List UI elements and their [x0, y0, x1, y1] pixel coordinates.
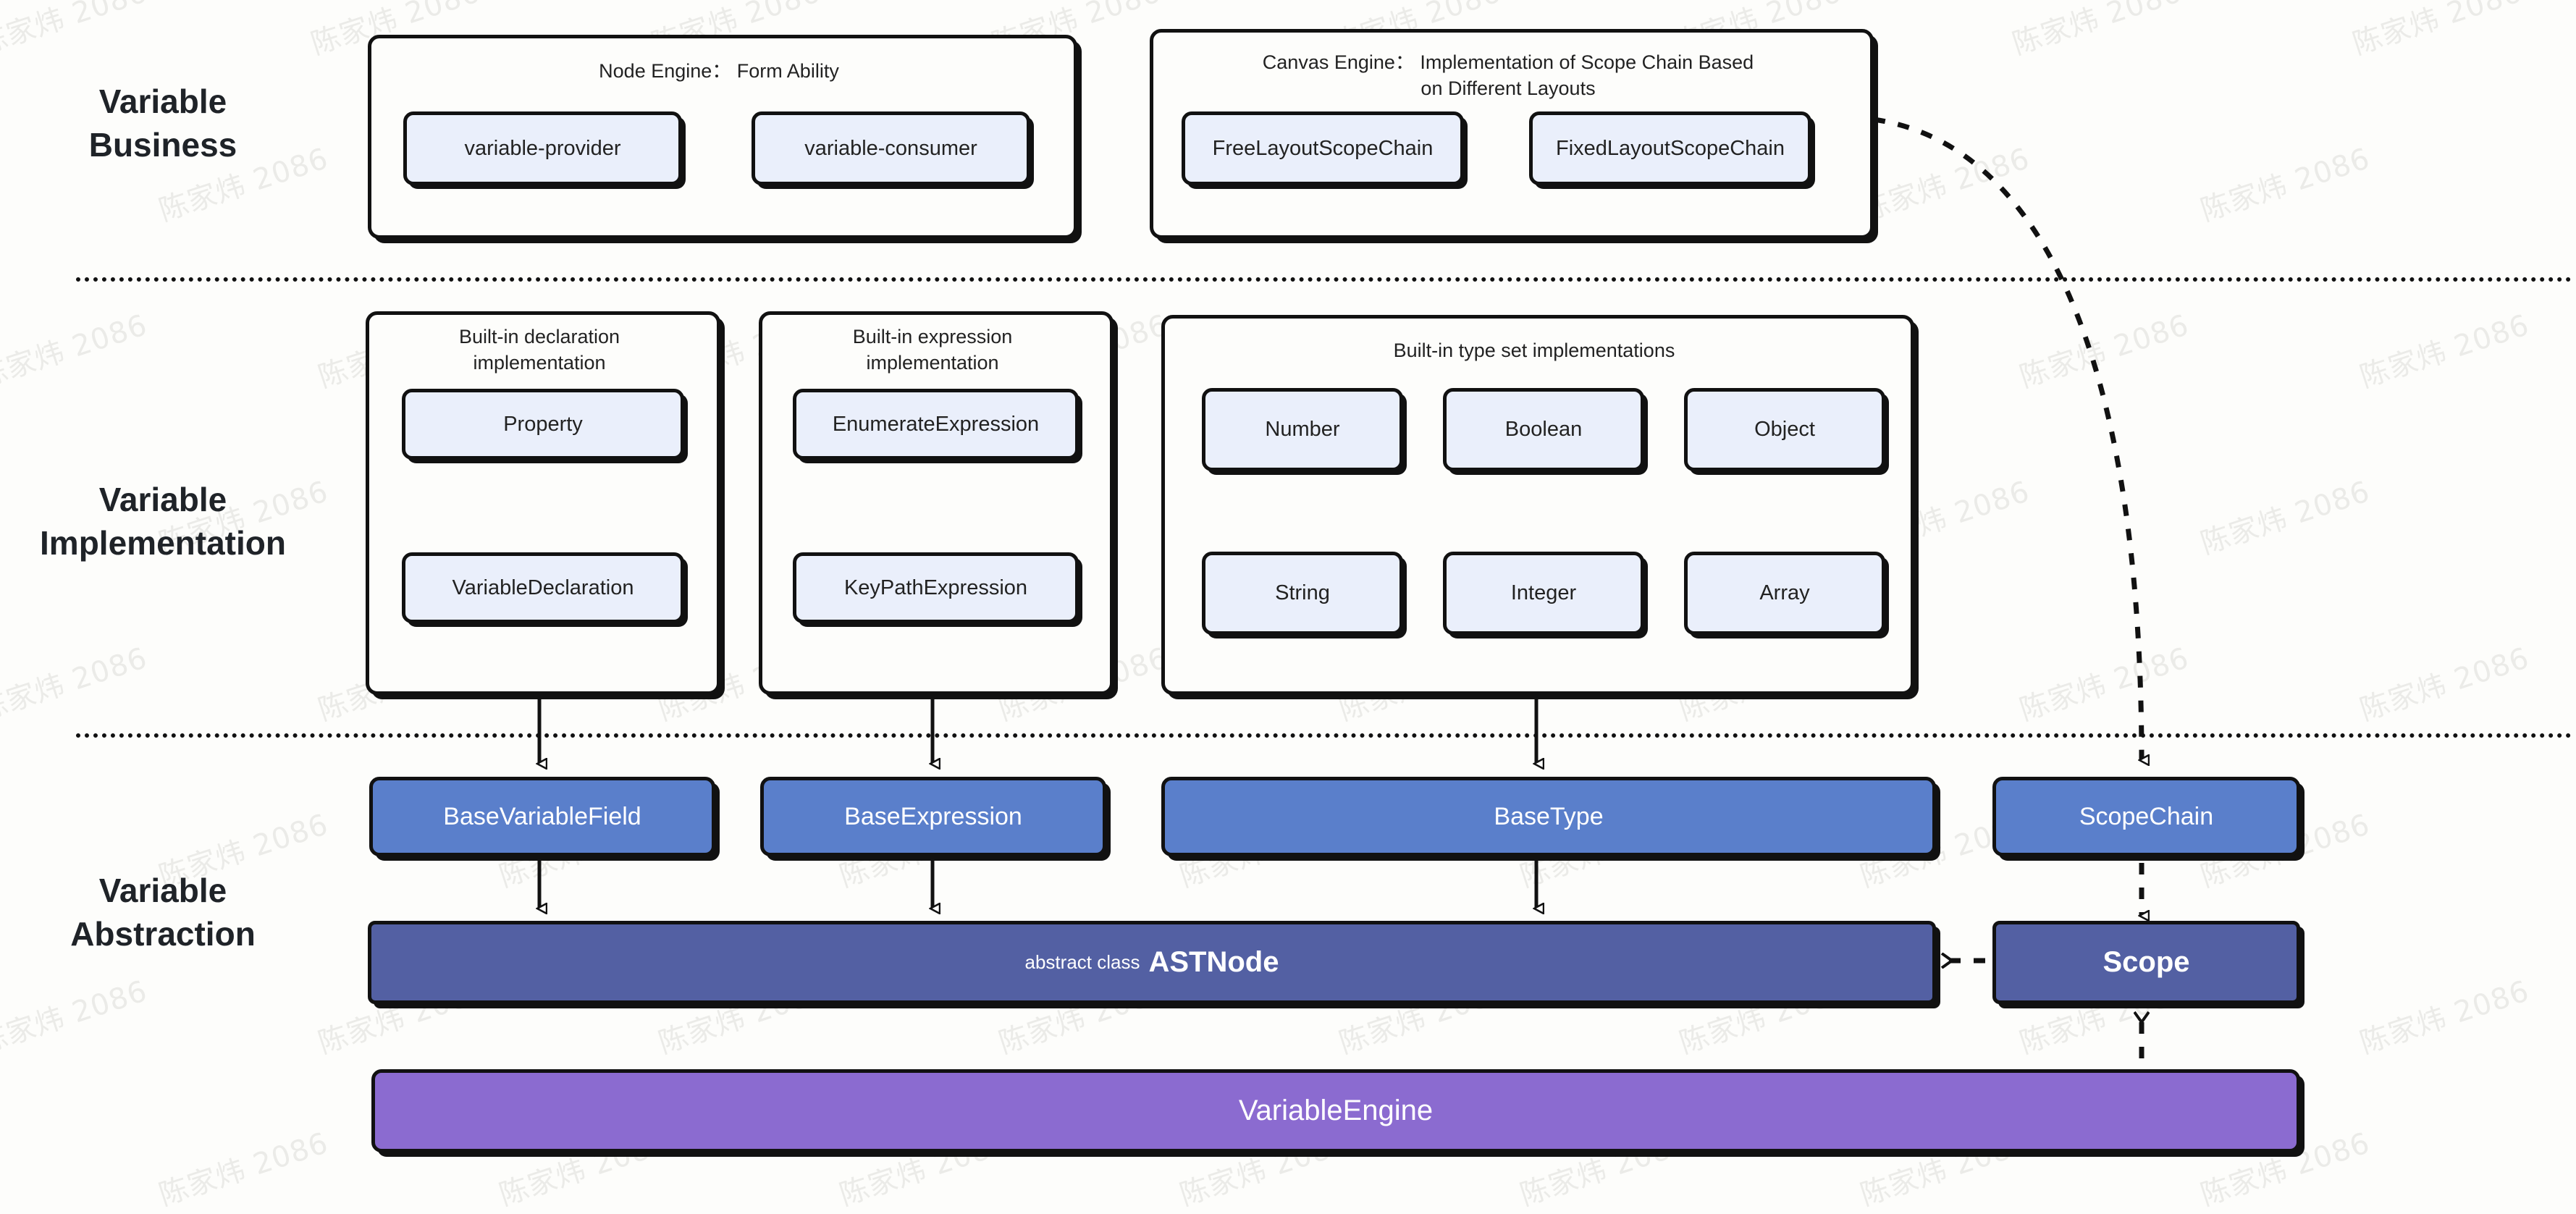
- group-builtin-expression-title-line1: Built-in expression: [852, 326, 1013, 347]
- class-basetype[interactable]: BaseType: [1161, 777, 1936, 856]
- class-scopechain[interactable]: ScopeChain: [1992, 777, 2300, 856]
- layer-label-line2: Abstraction: [70, 915, 256, 953]
- item-variabledeclaration[interactable]: VariableDeclaration: [402, 552, 684, 623]
- scope-label: Scope: [2103, 946, 2190, 978]
- divider-business-implementation: [76, 277, 2572, 282]
- layer-label-line1: Variable: [98, 872, 227, 909]
- group-builtin-expression[interactable]: [759, 311, 1114, 695]
- group-builtin-declaration[interactable]: [366, 311, 720, 695]
- class-variableengine[interactable]: VariableEngine: [371, 1069, 2300, 1152]
- arrow-canvasengine-to-scopechain: [1873, 117, 2142, 760]
- layer-label-line2: Business: [88, 126, 237, 164]
- group-canvas-engine-title-line1: Canvas Engine： Implementation of Scope C…: [1262, 51, 1754, 73]
- item-variable-provider[interactable]: variable-provider: [403, 111, 682, 185]
- item-keypathexpression[interactable]: KeyPathExpression: [793, 552, 1079, 623]
- item-boolean[interactable]: Boolean: [1443, 388, 1644, 471]
- layer-label-business: Variable Business: [7, 80, 319, 166]
- group-builtin-expression-title-line2: implementation: [866, 352, 999, 374]
- group-builtin-typeset-title: Built-in type set implementations: [1393, 340, 1675, 361]
- item-number[interactable]: Number: [1202, 388, 1403, 471]
- item-enumerateexpression[interactable]: EnumerateExpression: [793, 389, 1079, 460]
- layer-label-line1: Variable: [98, 83, 227, 120]
- astnode-prefix: abstract class: [1024, 951, 1140, 973]
- item-string[interactable]: String: [1202, 552, 1403, 635]
- item-fixedlayoutscopechain[interactable]: FixedLayoutScopeChain: [1529, 111, 1811, 185]
- class-baseexpression[interactable]: BaseExpression: [760, 777, 1106, 856]
- item-integer[interactable]: Integer: [1443, 552, 1644, 635]
- class-astnode[interactable]: abstract class ASTNode: [368, 921, 1936, 1004]
- group-builtin-declaration-title-line1: Built-in declaration: [458, 326, 620, 347]
- layer-label-abstraction: Variable Abstraction: [7, 869, 319, 956]
- group-builtin-declaration-title-line2: implementation: [473, 352, 606, 374]
- item-property[interactable]: Property: [402, 389, 684, 460]
- layer-label-line1: Variable: [98, 481, 227, 518]
- class-scope[interactable]: Scope: [1992, 921, 2300, 1004]
- astnode-name: ASTNode: [1148, 946, 1279, 978]
- layer-label-implementation: Variable Implementation: [7, 478, 319, 565]
- item-freelayoutscopechain[interactable]: FreeLayoutScopeChain: [1182, 111, 1464, 185]
- item-object[interactable]: Object: [1684, 388, 1885, 471]
- item-variable-consumer[interactable]: variable-consumer: [752, 111, 1030, 185]
- divider-implementation-abstraction: [76, 733, 2572, 738]
- layer-label-line2: Implementation: [40, 524, 286, 562]
- class-basevariablefield[interactable]: BaseVariableField: [369, 777, 715, 856]
- group-canvas-engine-title-line2: on Different Layouts: [1420, 77, 1596, 99]
- item-array[interactable]: Array: [1684, 552, 1885, 635]
- group-node-engine-title: Node Engine： Form Ability: [599, 60, 839, 82]
